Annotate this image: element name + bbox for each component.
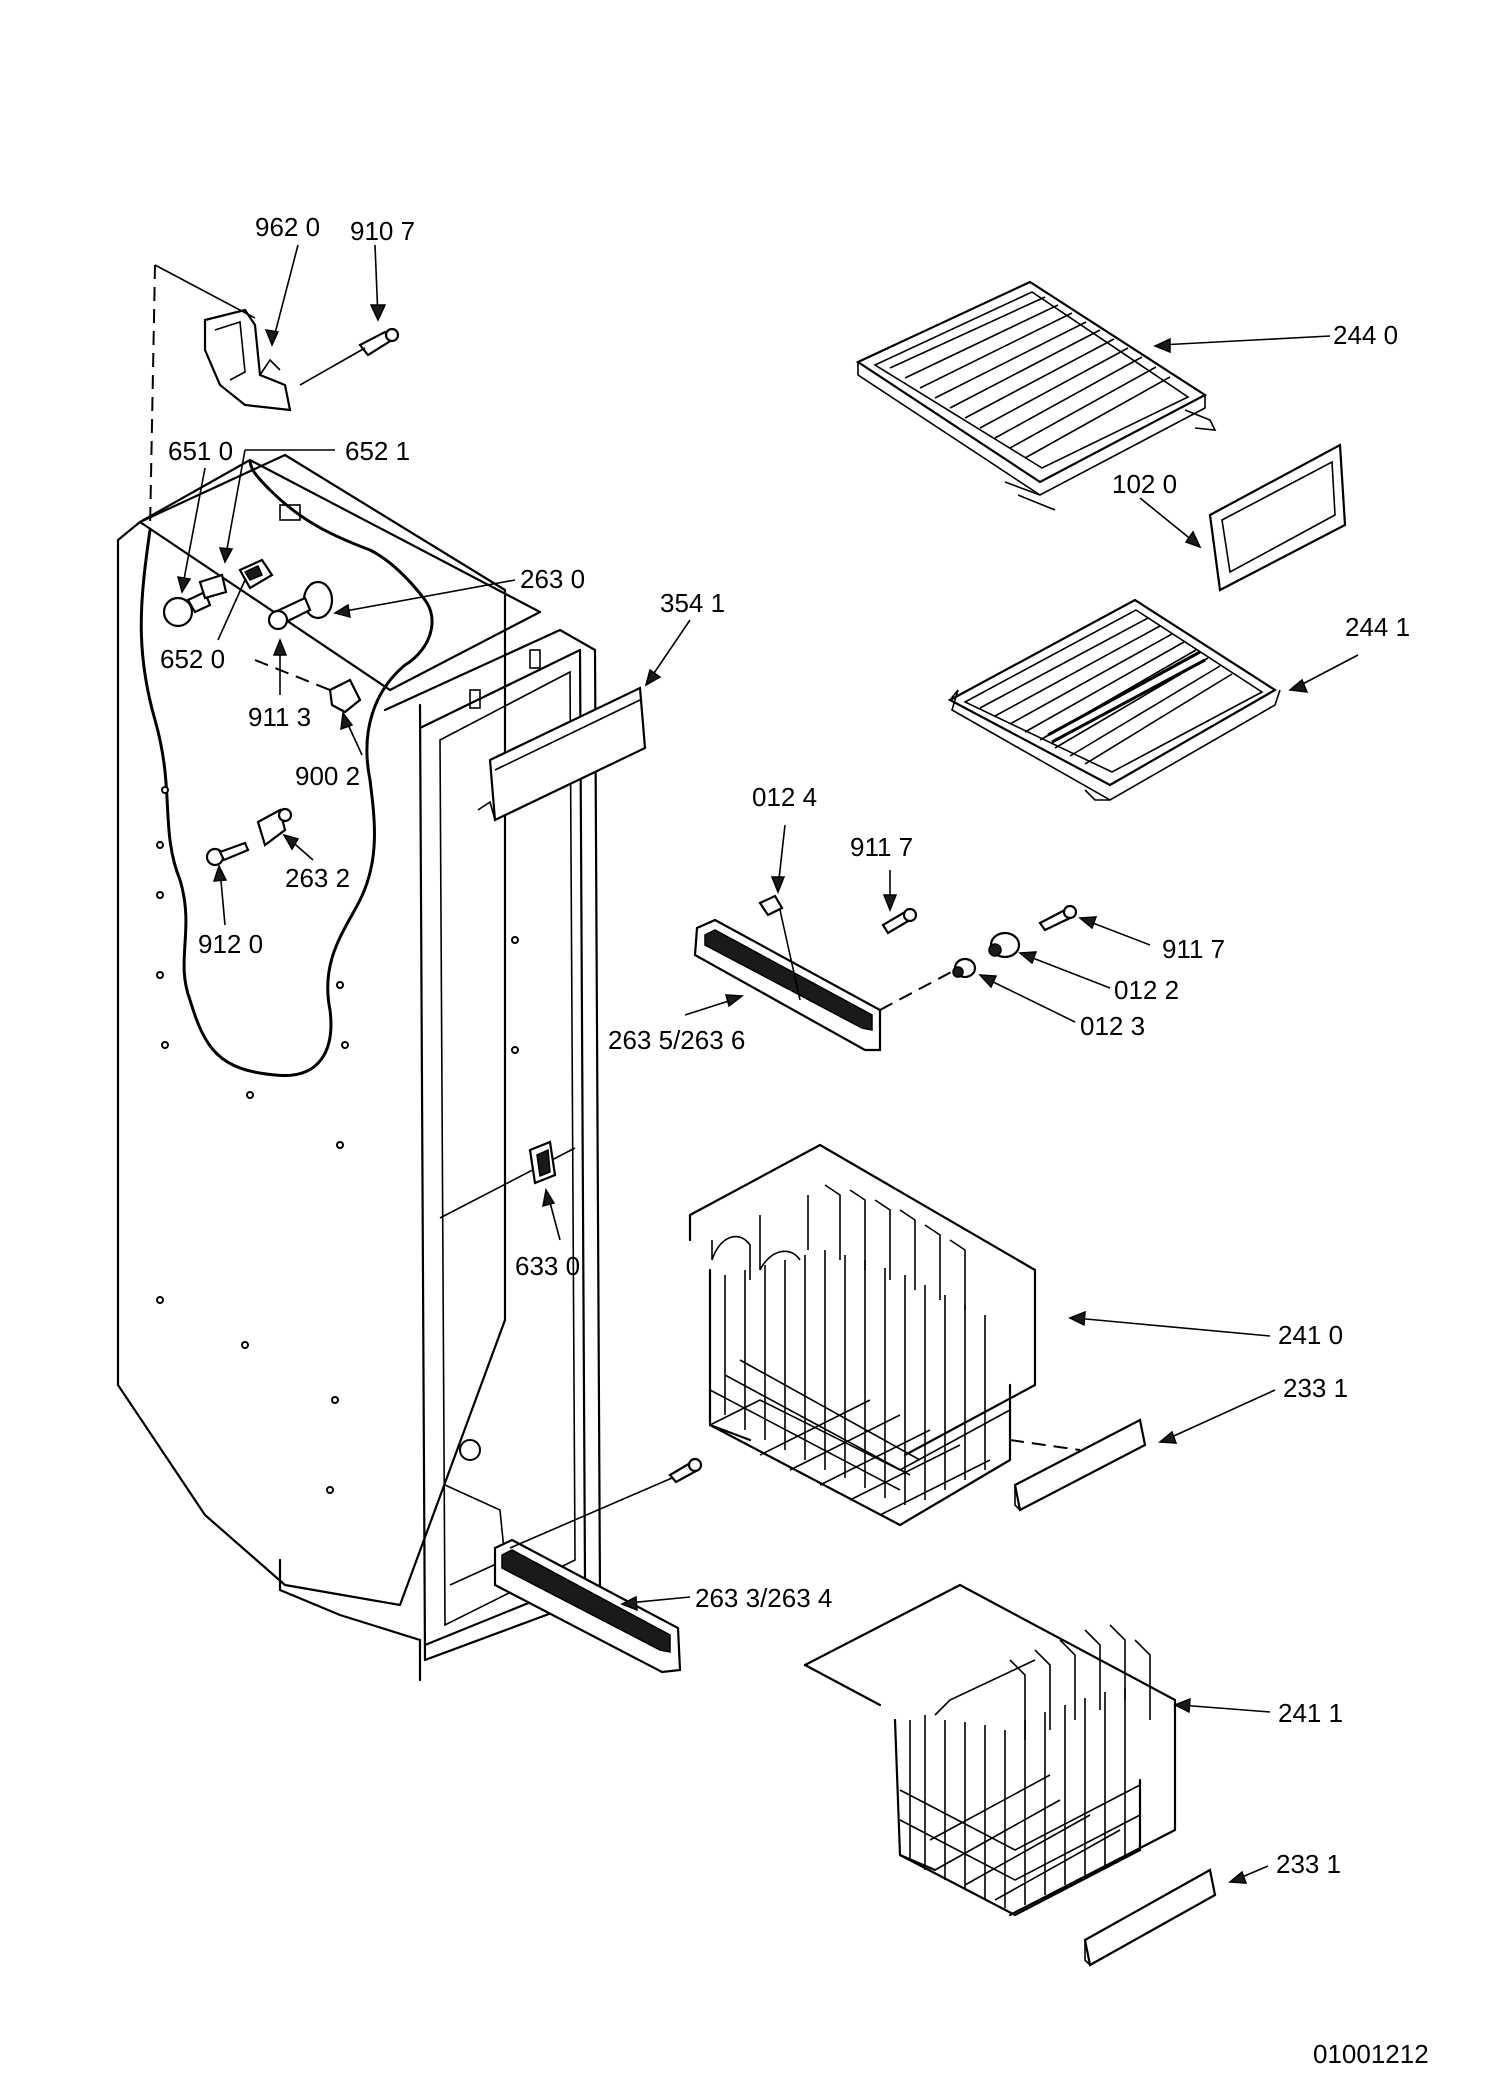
screw-911-7-left <box>881 907 918 935</box>
label-651-0: 651 0 <box>168 436 233 466</box>
label-233-1-upper: 233 1 <box>1283 1373 1348 1403</box>
leader-lines <box>176 244 1359 1884</box>
label-912-0: 912 0 <box>198 929 263 959</box>
screw-912-0 <box>205 841 250 867</box>
switch-633-0 <box>528 1140 557 1185</box>
label-900-2: 900 2 <box>295 761 360 791</box>
clip-900-2 <box>254 659 362 714</box>
label-910-7: 910 7 <box>350 216 415 246</box>
label-233-1-lower: 233 1 <box>1276 1849 1341 1879</box>
basket-241-0 <box>688 1143 1037 1527</box>
screw-910-7 <box>299 327 400 386</box>
basket-bar-233-1-upper <box>1013 1418 1147 1512</box>
label-911-7-left: 911 7 <box>850 832 913 862</box>
label-652-0: 652 0 <box>160 644 225 674</box>
label-263-0: 263 0 <box>520 564 585 594</box>
screw-911-7-right <box>1038 904 1078 932</box>
label-012-2: 012 2 <box>1114 975 1179 1005</box>
label-263-3-263-4: 263 3/263 4 <box>695 1583 832 1613</box>
label-012-4: 012 4 <box>752 782 817 812</box>
label-263-5-263-6: 263 5/263 6 <box>608 1025 745 1055</box>
label-244-1: 244 1 <box>1345 612 1410 642</box>
rail-263-5-263-6 <box>693 918 882 1052</box>
label-911-7-right: 911 7 <box>1162 934 1225 964</box>
shelf-244-0 <box>855 280 1217 511</box>
label-241-1: 241 1 <box>1278 1698 1343 1728</box>
freezer-cabinet <box>116 453 602 1682</box>
document-id: 01001212 <box>1313 2039 1429 2069</box>
label-911-3: 911 3 <box>248 702 311 732</box>
label-244-0: 244 0 <box>1333 320 1398 350</box>
rail-263-3-263-4 <box>493 1538 682 1674</box>
glass-frame-102-0 <box>1208 443 1347 592</box>
label-962-0: 962 0 <box>255 212 320 242</box>
bushing-012-2 <box>988 931 1021 959</box>
lamp-socket-652-1 <box>198 558 274 600</box>
label-241-0: 241 0 <box>1278 1320 1343 1350</box>
label-633-0: 633 0 <box>515 1251 580 1281</box>
bracket-962-0 <box>149 264 292 531</box>
label-354-1: 354 1 <box>660 588 725 618</box>
part-labels: 962 0 910 7 651 0 652 1 263 0 354 1 652 … <box>160 212 1410 1879</box>
screw-rail-lower <box>668 1457 703 1484</box>
label-102-0: 102 0 <box>1112 469 1177 499</box>
basket-241-1 <box>803 1583 1177 1917</box>
switch-263-0 <box>267 580 334 631</box>
lamp-bulb-651-0 <box>162 590 212 628</box>
basket-bar-233-1-lower <box>1083 1868 1217 1967</box>
cap-012-4 <box>758 894 784 917</box>
label-652-1: 652 1 <box>345 436 410 466</box>
wire-shelf-244-1 <box>947 598 1281 801</box>
fixing-263-2 <box>256 807 293 847</box>
label-012-3: 012 3 <box>1080 1011 1145 1041</box>
cover-strip-354-1 <box>477 686 647 822</box>
bushing-012-3 <box>952 957 977 979</box>
label-263-2: 263 2 <box>285 863 350 893</box>
